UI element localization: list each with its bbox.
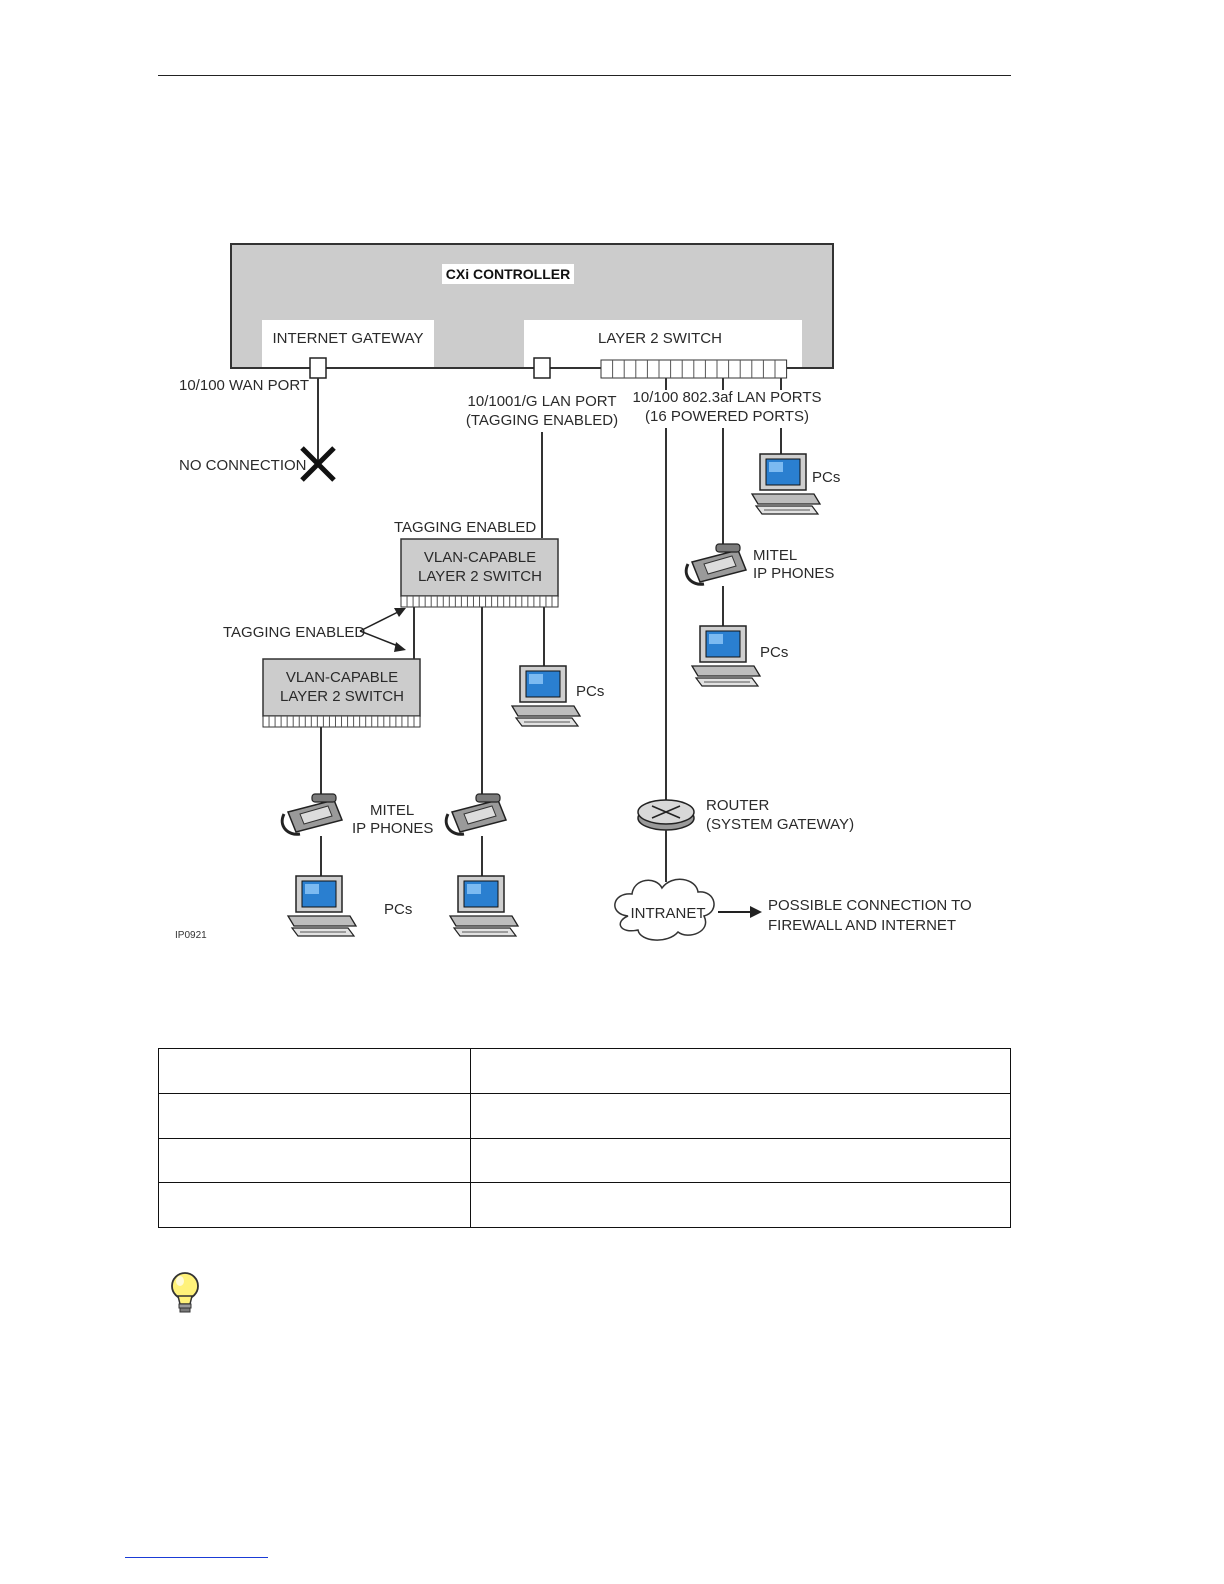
arrow-down-right-icon [394,642,406,652]
vlan-switch-1-box [400,538,559,597]
mitel-right-label-1: MITEL [753,547,797,564]
layer2-switch-label: LAYER 2 SWITCH [598,330,722,347]
table-cell [470,1092,1011,1139]
intranet-cloud-icon [614,878,715,941]
tagging-enabled-top-label: TAGGING ENABLED [394,519,536,536]
cxi-controller-title: CXi CONTROLLER [446,266,570,282]
table-cell [470,1048,1011,1094]
mitel-left-label-1: MITEL [370,802,414,819]
internet-gateway-label: INTERNET GATEWAY [272,330,423,347]
table-cell [470,1182,1011,1228]
tagging-enabled-left-label: TAGGING ENABLED [223,624,365,641]
pcs-bottom-label: PCs [384,901,412,918]
lan-port-label-1: 10/1001/G LAN PORT [468,393,617,410]
vlan-switch-1-label-2: LAYER 2 SWITCH [418,568,542,585]
lan-port-label-2: (TAGGING ENABLED) [466,412,618,429]
lightbulb-icon [171,1272,199,1313]
table-row [158,1182,1011,1228]
mitel-left-label-2: IP PHONES [352,820,433,837]
vlan-switch-2-label-2: LAYER 2 SWITCH [280,688,404,705]
pc-bottom-left-icon [287,875,357,937]
table-cell [158,1092,471,1139]
no-connection-x-icon [300,446,336,482]
possible-connection-label-1: POSSIBLE CONNECTION TO [768,897,972,914]
table-row [158,1137,1011,1184]
table-cell [158,1182,471,1228]
vlan-switch-1-label-1: VLAN-CAPABLE [424,549,536,566]
pcs-center-label: PCs [576,683,604,700]
vlan-switch-2-box [262,658,421,717]
router-label-1: ROUTER [706,797,770,814]
ip-phone-right-icon [684,542,748,586]
ip-phone-center-icon [444,792,508,836]
wan-port-label: 10/100 WAN PORT [179,377,309,394]
controller-port-strip [600,359,788,379]
header-rule [158,75,1011,76]
table-row [158,1092,1011,1139]
internet-gateway-box [262,320,434,368]
figure-id: IP0921 [175,930,207,941]
lan-port [533,357,551,379]
wan-port [309,357,327,379]
vlan-switch-1-port-strip [400,595,559,608]
pc-center-icon [511,665,581,727]
intranet-label: INTRANET [631,905,706,922]
footer-link-rule [125,1557,268,1558]
mitel-right-label-2: IP PHONES [753,565,834,582]
pc-bottom-center-icon [449,875,519,937]
network-diagram: CXi CONTROLLER INTERNET GATEWAY LAYER 2 … [175,243,972,941]
ip-phone-left-icon [280,792,344,836]
arrow-right-icon [750,906,762,918]
table-cell [158,1137,471,1184]
arrow-up-right-icon [394,608,406,617]
lan-ports-label-1: 10/100 802.3af LAN PORTS [632,389,821,406]
table-row [158,1048,1011,1094]
pcs-right-top-label: PCs [812,469,840,486]
vlan-switch-2-port-strip [262,715,421,728]
table-cell [158,1048,471,1094]
table-cell [470,1137,1011,1184]
router-icon [637,799,695,831]
info-table [158,1048,1011,1228]
pc-right-mid-icon [691,625,761,687]
possible-connection-label-2: FIREWALL AND INTERNET [768,917,956,934]
pcs-right-mid-label: PCs [760,644,788,661]
vlan-switch-2-label-1: VLAN-CAPABLE [286,669,398,686]
pc-right-top-icon [751,453,821,515]
lan-ports-label-2: (16 POWERED PORTS) [645,408,809,425]
no-connection-label: NO CONNECTION [179,457,307,474]
router-label-2: (SYSTEM GATEWAY) [706,816,854,833]
